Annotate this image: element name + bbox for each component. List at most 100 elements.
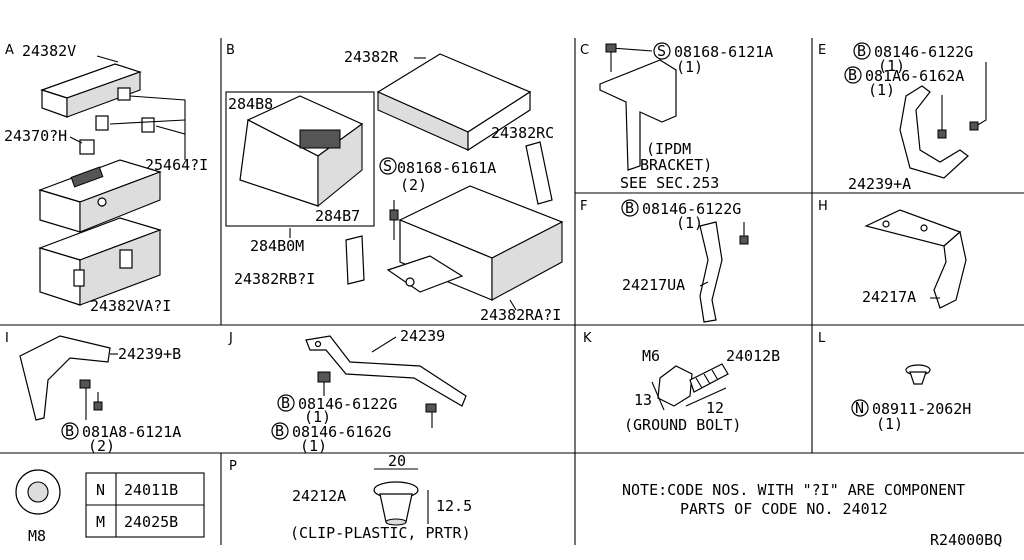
nut-symbol-n-l: N <box>851 399 869 417</box>
section-letter-a: A <box>5 43 14 58</box>
label-25464i: 25464?I <box>145 156 208 174</box>
label-bolt-j2-qty: (1) <box>300 437 327 455</box>
section-c: C S 08168-6121A (1) (IPDM BRACKET) SEE S… <box>580 42 773 192</box>
section-letter-c: C <box>580 43 589 58</box>
bolt-symbol-s-c: S <box>653 42 671 60</box>
label-24217a: 24217A <box>862 288 916 306</box>
bolt-symbol-b-f: B <box>621 199 639 217</box>
note-line-1: NOTE:CODE NOS. WITH "?I" ARE COMPONENT <box>622 481 965 499</box>
label-bolt-f-qty: (1) <box>676 214 703 232</box>
section-h: H 24217A <box>818 199 967 309</box>
section-letter-j: J <box>228 331 233 346</box>
label-bolt-j1-qty: (1) <box>304 408 331 426</box>
section-m8: M8 N 24011B M 24025B <box>15 469 205 545</box>
part-24382ra-tray <box>386 185 564 301</box>
part-m8-nut <box>15 469 61 515</box>
label-24217ua: 24217UA <box>622 276 685 294</box>
label-bolt-e2-qty: (1) <box>868 81 895 99</box>
section-e: E B 08146-6122G (1) B 081A6-6162A (1) 24… <box>818 42 987 193</box>
part-24382r-lid <box>376 53 532 152</box>
inset-box <box>225 91 375 227</box>
label-24212a: 24212A <box>292 487 346 505</box>
label-bolt-e2: 081A6-6162A <box>865 67 964 85</box>
label-m8: M8 <box>28 527 46 545</box>
label-24012b: 24012B <box>726 347 780 365</box>
label-24382va: 24382VA?I <box>90 297 171 315</box>
table-size-m: M <box>96 513 105 531</box>
svg-text:B: B <box>625 199 634 217</box>
section-i: I 24239+B B 081A8-6121A (2) <box>5 331 181 455</box>
label-dim-12-5: 12.5 <box>436 497 472 515</box>
diagram-code: R24000BQ <box>930 531 1002 549</box>
bolt-symbol-b-j2: B <box>271 422 289 440</box>
part-284b8-relay-box <box>239 95 364 208</box>
label-bolt-i-qty: (2) <box>88 437 115 455</box>
label-bolt-b-qty: (2) <box>400 176 427 194</box>
label-bolt-b: 08168-6161A <box>397 159 496 177</box>
svg-text:B: B <box>857 42 866 60</box>
section-grid <box>0 38 1024 545</box>
label-284b0m: 284B0M <box>250 237 304 255</box>
label-24382rb: 24382RB?I <box>234 270 315 288</box>
part-fuse-block <box>38 159 162 233</box>
section-k: K M6 24012B 13 12 (GROUND BOLT) <box>583 331 780 434</box>
section-letter-h: H <box>818 199 828 214</box>
part-24382v-block <box>40 63 142 118</box>
label-bolt-c-qty: (1) <box>676 58 703 76</box>
label-bolt-c: 08168-6121A <box>674 43 773 61</box>
label-24382ra: 24382RA?I <box>480 306 561 324</box>
section-letter-e: E <box>818 43 826 58</box>
label-dim-12: 12 <box>706 399 724 417</box>
label-see-sec: SEE SEC.253 <box>620 174 719 192</box>
part-24382va-cover <box>38 217 162 306</box>
section-letter-b: B <box>226 43 235 58</box>
svg-text:B: B <box>281 394 290 412</box>
note-line-2: PARTS OF CODE NO. 24012 <box>680 500 888 518</box>
part-clip-nut <box>905 364 931 385</box>
svg-text:B: B <box>65 422 74 440</box>
part-24217ua-bracket <box>699 221 723 323</box>
label-24382r: 24382R <box>344 48 399 66</box>
part-ipdm-bracket <box>599 59 677 171</box>
section-p: P 24212A 20 12.5 (CLIP-PLASTIC, PRTR) <box>229 452 472 542</box>
label-24382rc: 24382RC <box>491 124 554 142</box>
label-284b7: 284B7 <box>315 207 360 225</box>
svg-text:N: N <box>855 399 864 417</box>
section-j: J 24239 B 08146-6122G (1) B 08146-6162G … <box>228 327 467 455</box>
svg-text:B: B <box>275 422 284 440</box>
bolt-symbol-b-e2: B <box>844 66 862 84</box>
part-24382rb <box>345 235 365 285</box>
part-ground-bolt <box>657 363 729 407</box>
table-code-24025b: 24025B <box>124 513 178 531</box>
part-24239-bracket <box>305 335 467 407</box>
section-letter-k: K <box>583 331 592 346</box>
section-letter-p: P <box>229 459 237 474</box>
label-24239b: 24239+B <box>118 345 181 363</box>
label-ipdm-2: BRACKET) <box>640 156 712 174</box>
section-a: A 24382V 24370?H 25464?I <box>4 42 208 315</box>
label-ipdm-1: (IPDM <box>646 140 691 158</box>
label-24239a: 24239+A <box>848 175 911 193</box>
part-24217a-bracket <box>864 209 967 309</box>
label-ground-bolt: (GROUND BOLT) <box>624 416 741 434</box>
bolt-symbol-b-i: B <box>61 422 79 440</box>
label-bolt-j2: 08146-6162G <box>292 423 391 441</box>
label-bolt-f: 08146-6122G <box>642 200 741 218</box>
label-bolt-i: 081A8-6121A <box>82 423 181 441</box>
label-24239: 24239 <box>400 327 445 345</box>
label-clip-plastic: (CLIP-PLASTIC, PRTR) <box>290 524 471 542</box>
label-dim-13: 13 <box>634 391 652 409</box>
part-24382rc <box>525 141 553 205</box>
bolt-symbol-b-j1: B <box>277 394 295 412</box>
section-letter-f: F <box>580 199 587 214</box>
section-l: L N 08911-2062H (1) <box>818 331 971 433</box>
part-plastic-clip <box>373 481 419 526</box>
label-nut-l: 08911-2062H <box>872 400 971 418</box>
label-bolt-e1: 08146-6122G <box>874 43 973 61</box>
bolt-symbol-s-b: S <box>379 157 397 175</box>
label-m6: M6 <box>642 347 660 365</box>
label-24382v: 24382V <box>22 42 76 60</box>
label-nut-l-qty: (1) <box>876 415 903 433</box>
section-letter-l: L <box>818 331 826 346</box>
